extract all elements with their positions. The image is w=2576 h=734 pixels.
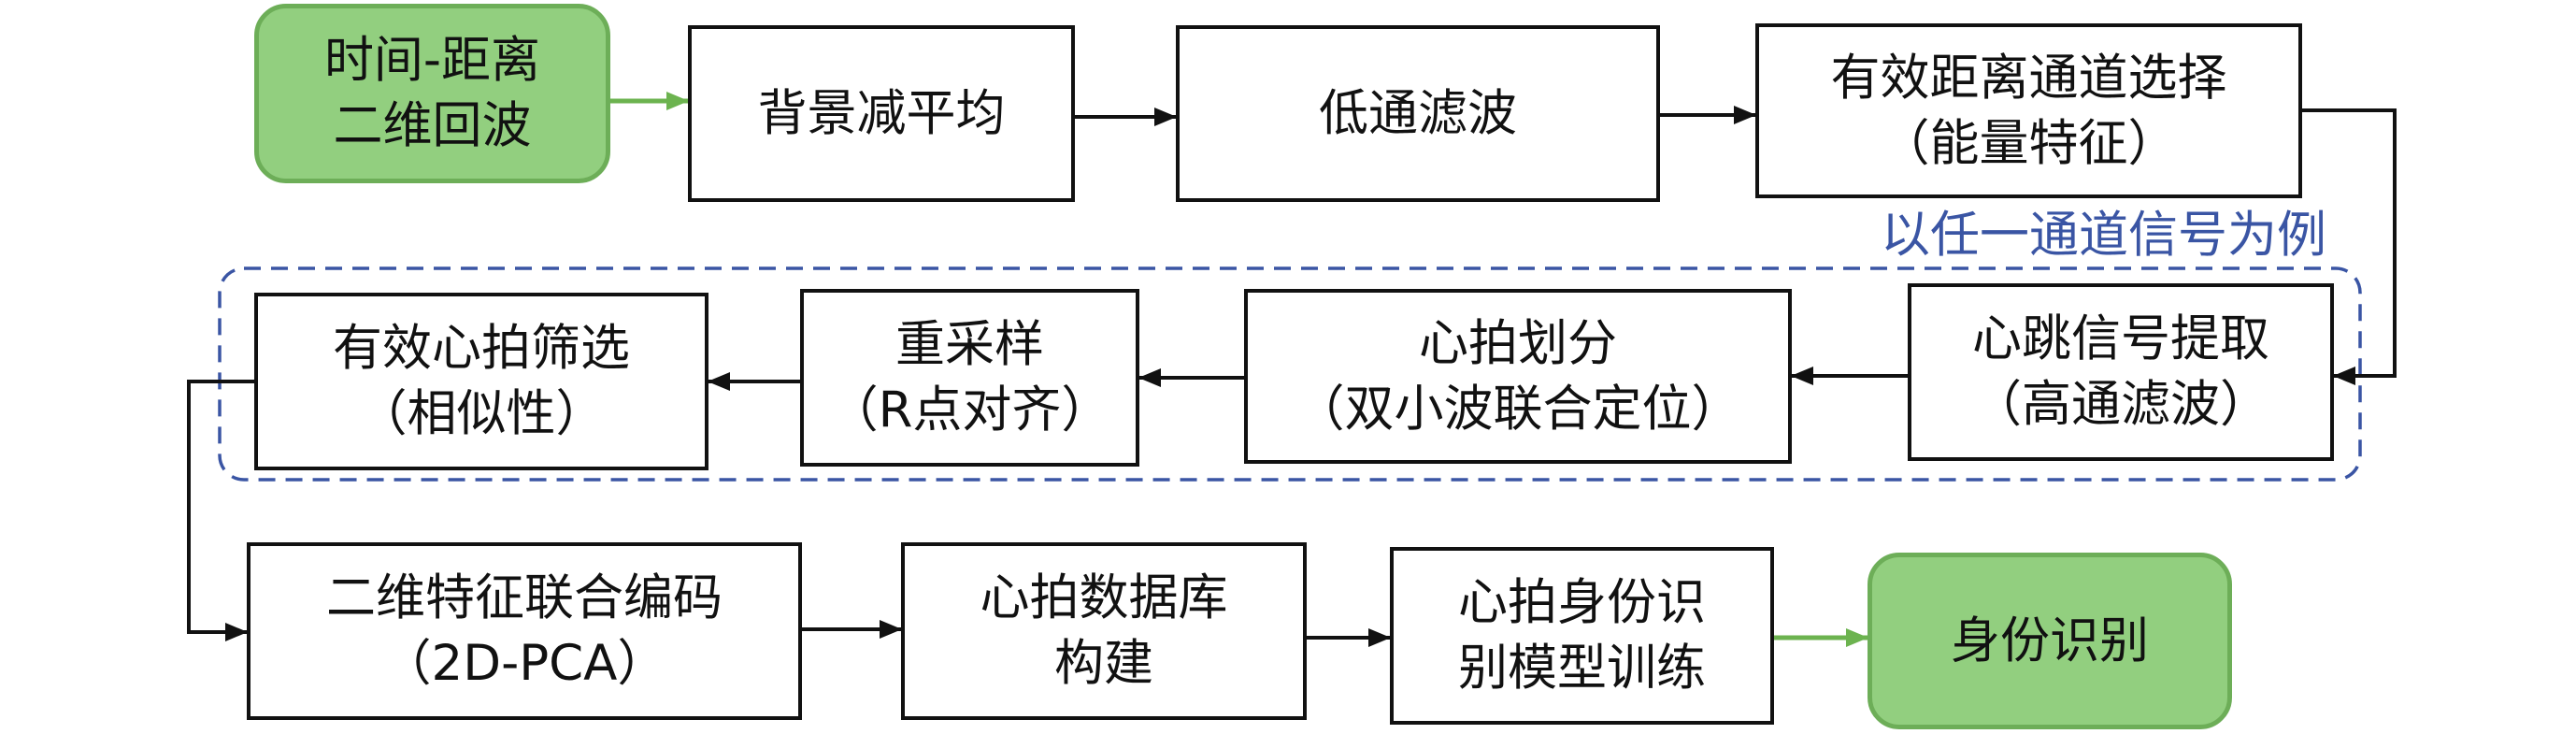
resampling-node: 重采样 （R点对齐） — [800, 289, 1139, 467]
feature-encoding-line2: （2D-PCA） — [381, 635, 667, 692]
beat-screening-line1: 有效心拍筛选 — [333, 320, 630, 377]
radar-echo-line1: 时间-距离 — [323, 32, 541, 89]
model-training-line1: 心拍身份识 — [1458, 574, 1706, 631]
heartbeat-extract-line1: 心跳信号提取 — [1972, 310, 2269, 367]
lowpass-filter-node: 低通滤波 — [1176, 25, 1660, 202]
beat-database-node: 心拍数据库 构建 — [901, 542, 1307, 720]
identification-label: 身份识别 — [1951, 612, 2149, 669]
arrow-channel-to-heartbeat — [2302, 108, 2397, 385]
radar-echo-line2: 二维回波 — [333, 97, 532, 154]
channel-group-label: 以任一通道信号为例 — [1881, 207, 2326, 264]
heartbeat-extract-node: 心跳信号提取 （高通滤波） — [1908, 283, 2334, 461]
arrow-screening-to-encoding — [187, 380, 254, 641]
feature-encoding-node: 二维特征联合编码 （2D-PCA） — [247, 542, 802, 720]
resampling-line2: （R点对齐） — [828, 381, 1111, 439]
range-channel-select-line2: （能量特征） — [1880, 114, 2178, 172]
beat-database-line1: 心拍数据库 — [980, 569, 1228, 626]
range-channel-select-node: 有效距离通道选择 （能量特征） — [1755, 23, 2302, 198]
range-channel-select-line1: 有效距离通道选择 — [1830, 49, 2227, 107]
lowpass-filter-label: 低通滤波 — [1319, 84, 1517, 142]
radar-echo-node: 时间-距离 二维回波 — [254, 4, 610, 183]
background-subtract-label: 背景减平均 — [757, 84, 1006, 142]
background-subtract-node: 背景减平均 — [688, 25, 1075, 202]
beat-screening-line2: （相似性） — [357, 385, 606, 442]
feature-encoding-line1: 二维特征联合编码 — [326, 569, 723, 626]
beat-segmentation-node: 心拍划分 （双小波联合定位） — [1244, 289, 1792, 464]
beat-database-line2: 构建 — [1054, 635, 1153, 692]
heartbeat-extract-line2: （高通滤波） — [1972, 376, 2269, 433]
beat-segmentation-line1: 心拍划分 — [1419, 314, 1617, 372]
beat-segmentation-line2: （双小波联合定位） — [1295, 380, 1741, 438]
model-training-node: 心拍身份识 别模型训练 — [1390, 547, 1774, 725]
model-training-line2: 别模型训练 — [1458, 640, 1706, 697]
beat-screening-node: 有效心拍筛选 （相似性） — [254, 293, 708, 470]
identification-node: 身份识别 — [1868, 553, 2232, 729]
resampling-line1: 重采样 — [895, 316, 1044, 373]
